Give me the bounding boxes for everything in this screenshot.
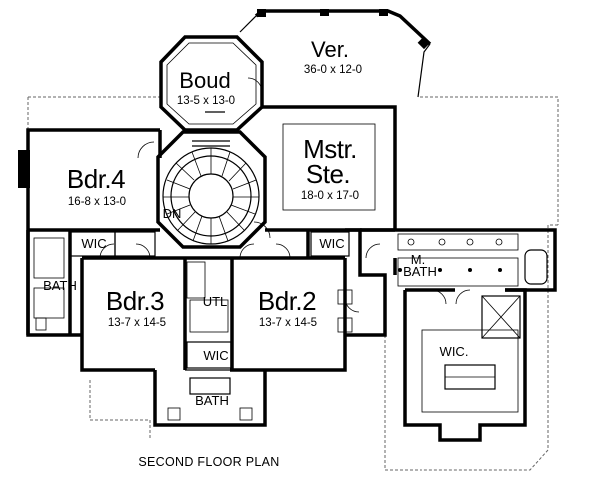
- boudoir-outline: [159, 35, 264, 132]
- boudoir-name: Boud: [179, 68, 230, 93]
- fixtures: [33, 77, 548, 421]
- master-bath-label-line2: BATH: [403, 264, 437, 279]
- main-walls: [18, 105, 557, 442]
- bedroom4-dims: 16-8 x 13-0: [68, 196, 126, 208]
- master-suite-dims: 18-0 x 17-0: [301, 190, 359, 202]
- wic-master-label: WIC.: [440, 344, 469, 359]
- plan-title: SECOND FLOOR PLAN: [138, 455, 279, 469]
- room-labels: Ver. 36-0 x 12-0 Boud 13-5 x 13-0 Mstr. …: [43, 37, 468, 408]
- master-suite-name-line2: Ste.: [306, 159, 350, 189]
- wic-bdr2-label: WIC: [319, 236, 344, 251]
- wic-bdr4-label: WIC: [81, 236, 106, 251]
- bedroom2-name: Bdr.2: [258, 286, 316, 316]
- roof-outline: [27, 96, 559, 471]
- stair-rotunda: [156, 130, 267, 249]
- master-bath-label-line1: M.: [411, 252, 425, 267]
- bedroom4-name: Bdr.4: [67, 164, 125, 194]
- veranda-name: Ver.: [311, 37, 349, 62]
- bath-bottom-label: BATH: [195, 393, 229, 408]
- bath-left-label: BATH: [43, 278, 77, 293]
- wic-center-label: WIC: [203, 348, 228, 363]
- master-suite-name-line1: Mstr.: [303, 134, 357, 164]
- stair-down-label: DN: [163, 206, 182, 221]
- utility-label: UTL: [203, 294, 228, 309]
- veranda-outline: [239, 9, 432, 98]
- bedroom2-dims: 13-7 x 14-5: [259, 317, 317, 329]
- bedroom3-name: Bdr.3: [106, 286, 164, 316]
- boudoir-dims: 13-5 x 13-0: [177, 95, 235, 107]
- veranda-dims: 36-0 x 12-0: [304, 64, 362, 76]
- bedroom3-dims: 13-7 x 14-5: [108, 317, 166, 329]
